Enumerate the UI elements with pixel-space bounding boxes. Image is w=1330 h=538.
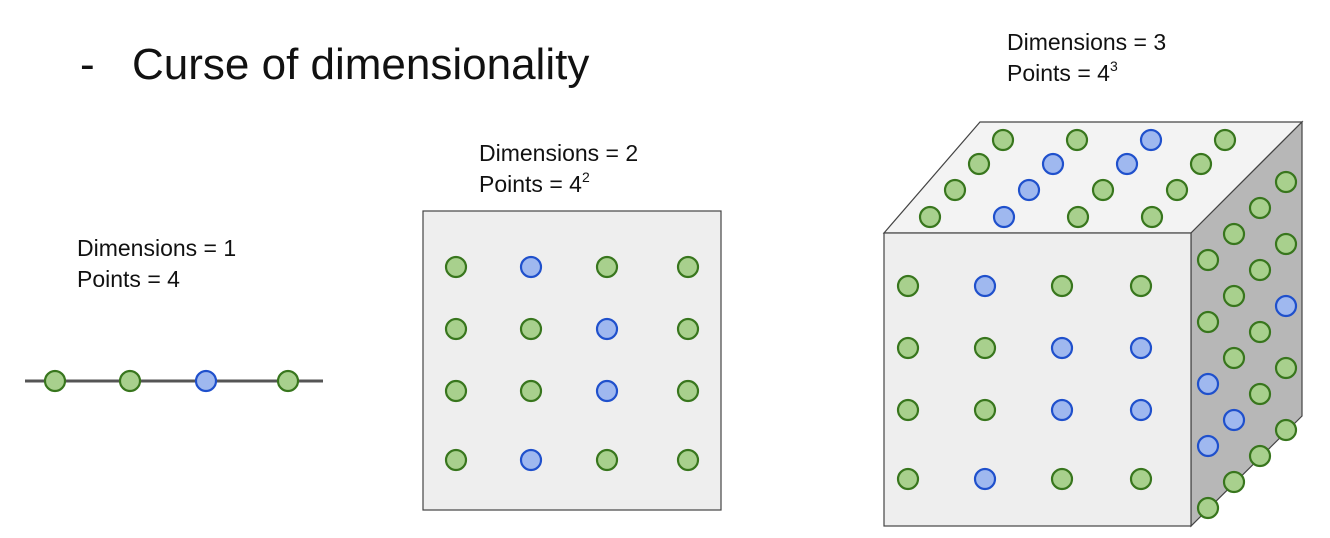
blue-point-2d-r4c2 — [519, 448, 543, 472]
blue-point-top-r2c2 — [1041, 152, 1065, 176]
blue-point-2d-r3c3 — [595, 379, 619, 403]
green-point-2d-r2c2 — [519, 317, 543, 341]
green-point-front-r4c1 — [896, 467, 920, 491]
blue-point-top-r1c3 — [1139, 128, 1163, 152]
panel-3d — [882, 120, 1304, 528]
points-base-2d: 4 — [569, 171, 582, 197]
label-3d: Dimensions = 3 Points = 43 — [1007, 27, 1166, 92]
green-point-top-r4c3 — [1066, 205, 1090, 229]
green-point-top-r2c1 — [967, 152, 991, 176]
green-point-2d-r1c4 — [676, 255, 700, 279]
points-label-1d: Points = 4 — [77, 266, 180, 292]
green-point-top-r1c4 — [1213, 128, 1237, 152]
blue-point-top-r2c3 — [1115, 152, 1139, 176]
green-point-1d-2 — [118, 369, 142, 393]
green-point-2d-r1c1 — [444, 255, 468, 279]
label-1d: Dimensions = 1 Points = 4 — [77, 233, 236, 295]
green-point-top-r3c3 — [1091, 178, 1115, 202]
blue-point-front-r3c3 — [1050, 398, 1074, 422]
square-2d — [422, 210, 722, 511]
points-base-1d: 4 — [167, 266, 180, 292]
green-point-top-r3c4 — [1165, 178, 1189, 202]
green-point-2d-r4c4 — [676, 448, 700, 472]
blue-point-top-r3c2 — [1017, 178, 1041, 202]
green-point-side-r1c1 — [1196, 248, 1220, 272]
green-point-2d-r3c2 — [519, 379, 543, 403]
green-point-front-r1c1 — [896, 274, 920, 298]
green-point-side-r2c2 — [1222, 284, 1246, 308]
green-point-side-r1c4 — [1274, 170, 1298, 194]
blue-point-side-r3c4 — [1274, 294, 1298, 318]
panel-1d — [25, 369, 323, 393]
green-point-1d-4 — [276, 369, 300, 393]
blue-point-front-r4c2 — [973, 467, 997, 491]
green-point-front-r4c4 — [1129, 467, 1153, 491]
points-label-3d: Points = 43 — [1007, 58, 1118, 86]
green-point-front-r4c3 — [1050, 467, 1074, 491]
green-point-side-r3c3 — [1248, 320, 1272, 344]
points-exponent-2d: 2 — [581, 169, 590, 185]
panel-2d — [422, 210, 722, 511]
title-text: Curse of dimensionality — [132, 40, 590, 89]
blue-point-2d-r1c2 — [519, 255, 543, 279]
blue-point-1d-3 — [194, 369, 218, 393]
green-point-side-r5c4 — [1274, 418, 1298, 442]
green-point-side-r5c2 — [1222, 470, 1246, 494]
green-point-side-r2c4 — [1274, 232, 1298, 256]
green-point-2d-r4c1 — [444, 448, 468, 472]
green-point-side-r4c3 — [1248, 382, 1272, 406]
green-point-top-r1c2 — [1065, 128, 1089, 152]
green-point-top-r3c1 — [943, 178, 967, 202]
dimensions-label-2d: Dimensions = 2 — [479, 140, 639, 166]
green-point-side-r3c2 — [1222, 346, 1246, 370]
green-point-side-r4c4 — [1274, 356, 1298, 380]
green-point-2d-r2c1 — [444, 317, 468, 341]
green-point-top-r2c4 — [1189, 152, 1213, 176]
green-point-side-r1c2 — [1222, 222, 1246, 246]
green-point-side-r1c3 — [1248, 196, 1272, 220]
green-point-2d-r1c3 — [595, 255, 619, 279]
slide-title: -Curse of dimensionality — [80, 38, 589, 92]
blue-point-front-r1c2 — [973, 274, 997, 298]
blue-point-front-r3c4 — [1129, 398, 1153, 422]
title-bullet: - — [80, 40, 95, 89]
green-point-front-r1c3 — [1050, 274, 1074, 298]
dimensions-label-1d: Dimensions = 1 — [77, 235, 237, 261]
green-point-1d-1 — [43, 369, 67, 393]
blue-point-front-r2c4 — [1129, 336, 1153, 360]
green-point-2d-r3c4 — [676, 379, 700, 403]
blue-point-front-r2c3 — [1050, 336, 1074, 360]
green-point-top-r1c1 — [991, 128, 1015, 152]
points-base-3d: 4 — [1097, 60, 1110, 86]
points-exponent-3d: 3 — [1109, 58, 1118, 74]
green-point-side-r2c3 — [1248, 258, 1272, 282]
green-point-front-r2c2 — [973, 336, 997, 360]
green-point-top-r4c1 — [918, 205, 942, 229]
blue-point-top-r4c2 — [992, 205, 1016, 229]
green-point-front-r1c4 — [1129, 274, 1153, 298]
green-point-side-r5c1 — [1196, 496, 1220, 520]
blue-point-2d-r2c3 — [595, 317, 619, 341]
blue-point-side-r3c1 — [1196, 372, 1220, 396]
green-point-2d-r3c1 — [444, 379, 468, 403]
green-point-front-r2c1 — [896, 336, 920, 360]
green-point-front-r3c1 — [896, 398, 920, 422]
green-point-side-r2c1 — [1196, 310, 1220, 334]
dimensions-label-3d: Dimensions = 3 — [1007, 29, 1167, 55]
label-2d: Dimensions = 2 Points = 42 — [479, 138, 638, 203]
green-point-2d-r2c4 — [676, 317, 700, 341]
green-point-top-r4c4 — [1140, 205, 1164, 229]
green-point-front-r3c2 — [973, 398, 997, 422]
green-point-2d-r4c3 — [595, 448, 619, 472]
blue-point-side-r4c1 — [1196, 434, 1220, 458]
green-point-side-r5c3 — [1248, 444, 1272, 468]
points-label-2d: Points = 42 — [479, 169, 590, 197]
blue-point-side-r4c2 — [1222, 408, 1246, 432]
